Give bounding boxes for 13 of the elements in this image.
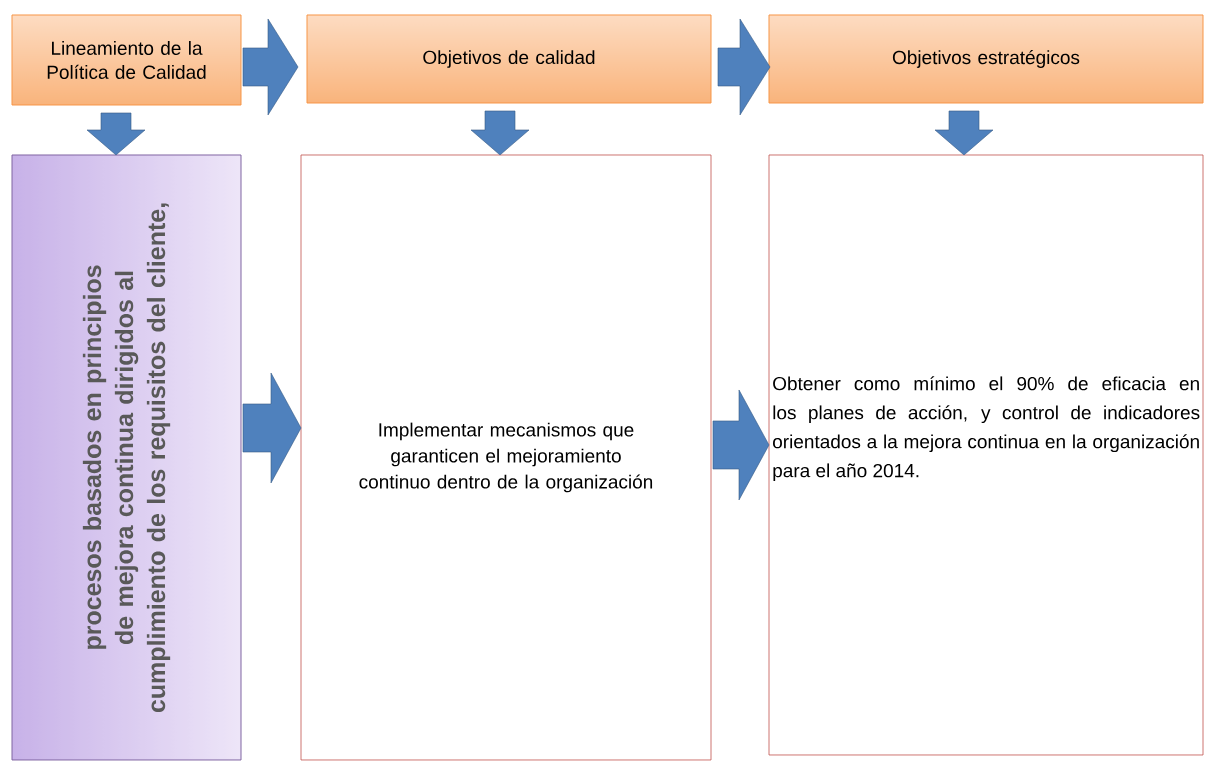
block-arrow <box>86 112 146 156</box>
heading-box: Lineamiento de la Política de Calidad <box>11 14 242 106</box>
block-arrow <box>470 110 530 156</box>
block-arrow <box>934 110 994 156</box>
block-arrow <box>712 389 770 501</box>
heading-box: Objetivos estratégicos <box>768 14 1204 104</box>
block-arrow <box>242 372 302 484</box>
block-arrow <box>242 18 299 116</box>
process-box: procesos basados en principios de mejora continua dirigidos al cumplimiento de los requisitos del cliente, <box>11 154 242 761</box>
text-box: Obtener como mínimo el 90% de eficacia en los planes de acción, y control de indicadores orientados a la mejora continua en la organización para el año 2014. <box>768 154 1204 756</box>
block-arrow <box>717 18 771 116</box>
heading-box: Objetivos de calidad <box>306 14 712 104</box>
text-box: Implementar mecanismos que garanticen el mejoramiento continuo dentro de la organización <box>300 154 712 761</box>
